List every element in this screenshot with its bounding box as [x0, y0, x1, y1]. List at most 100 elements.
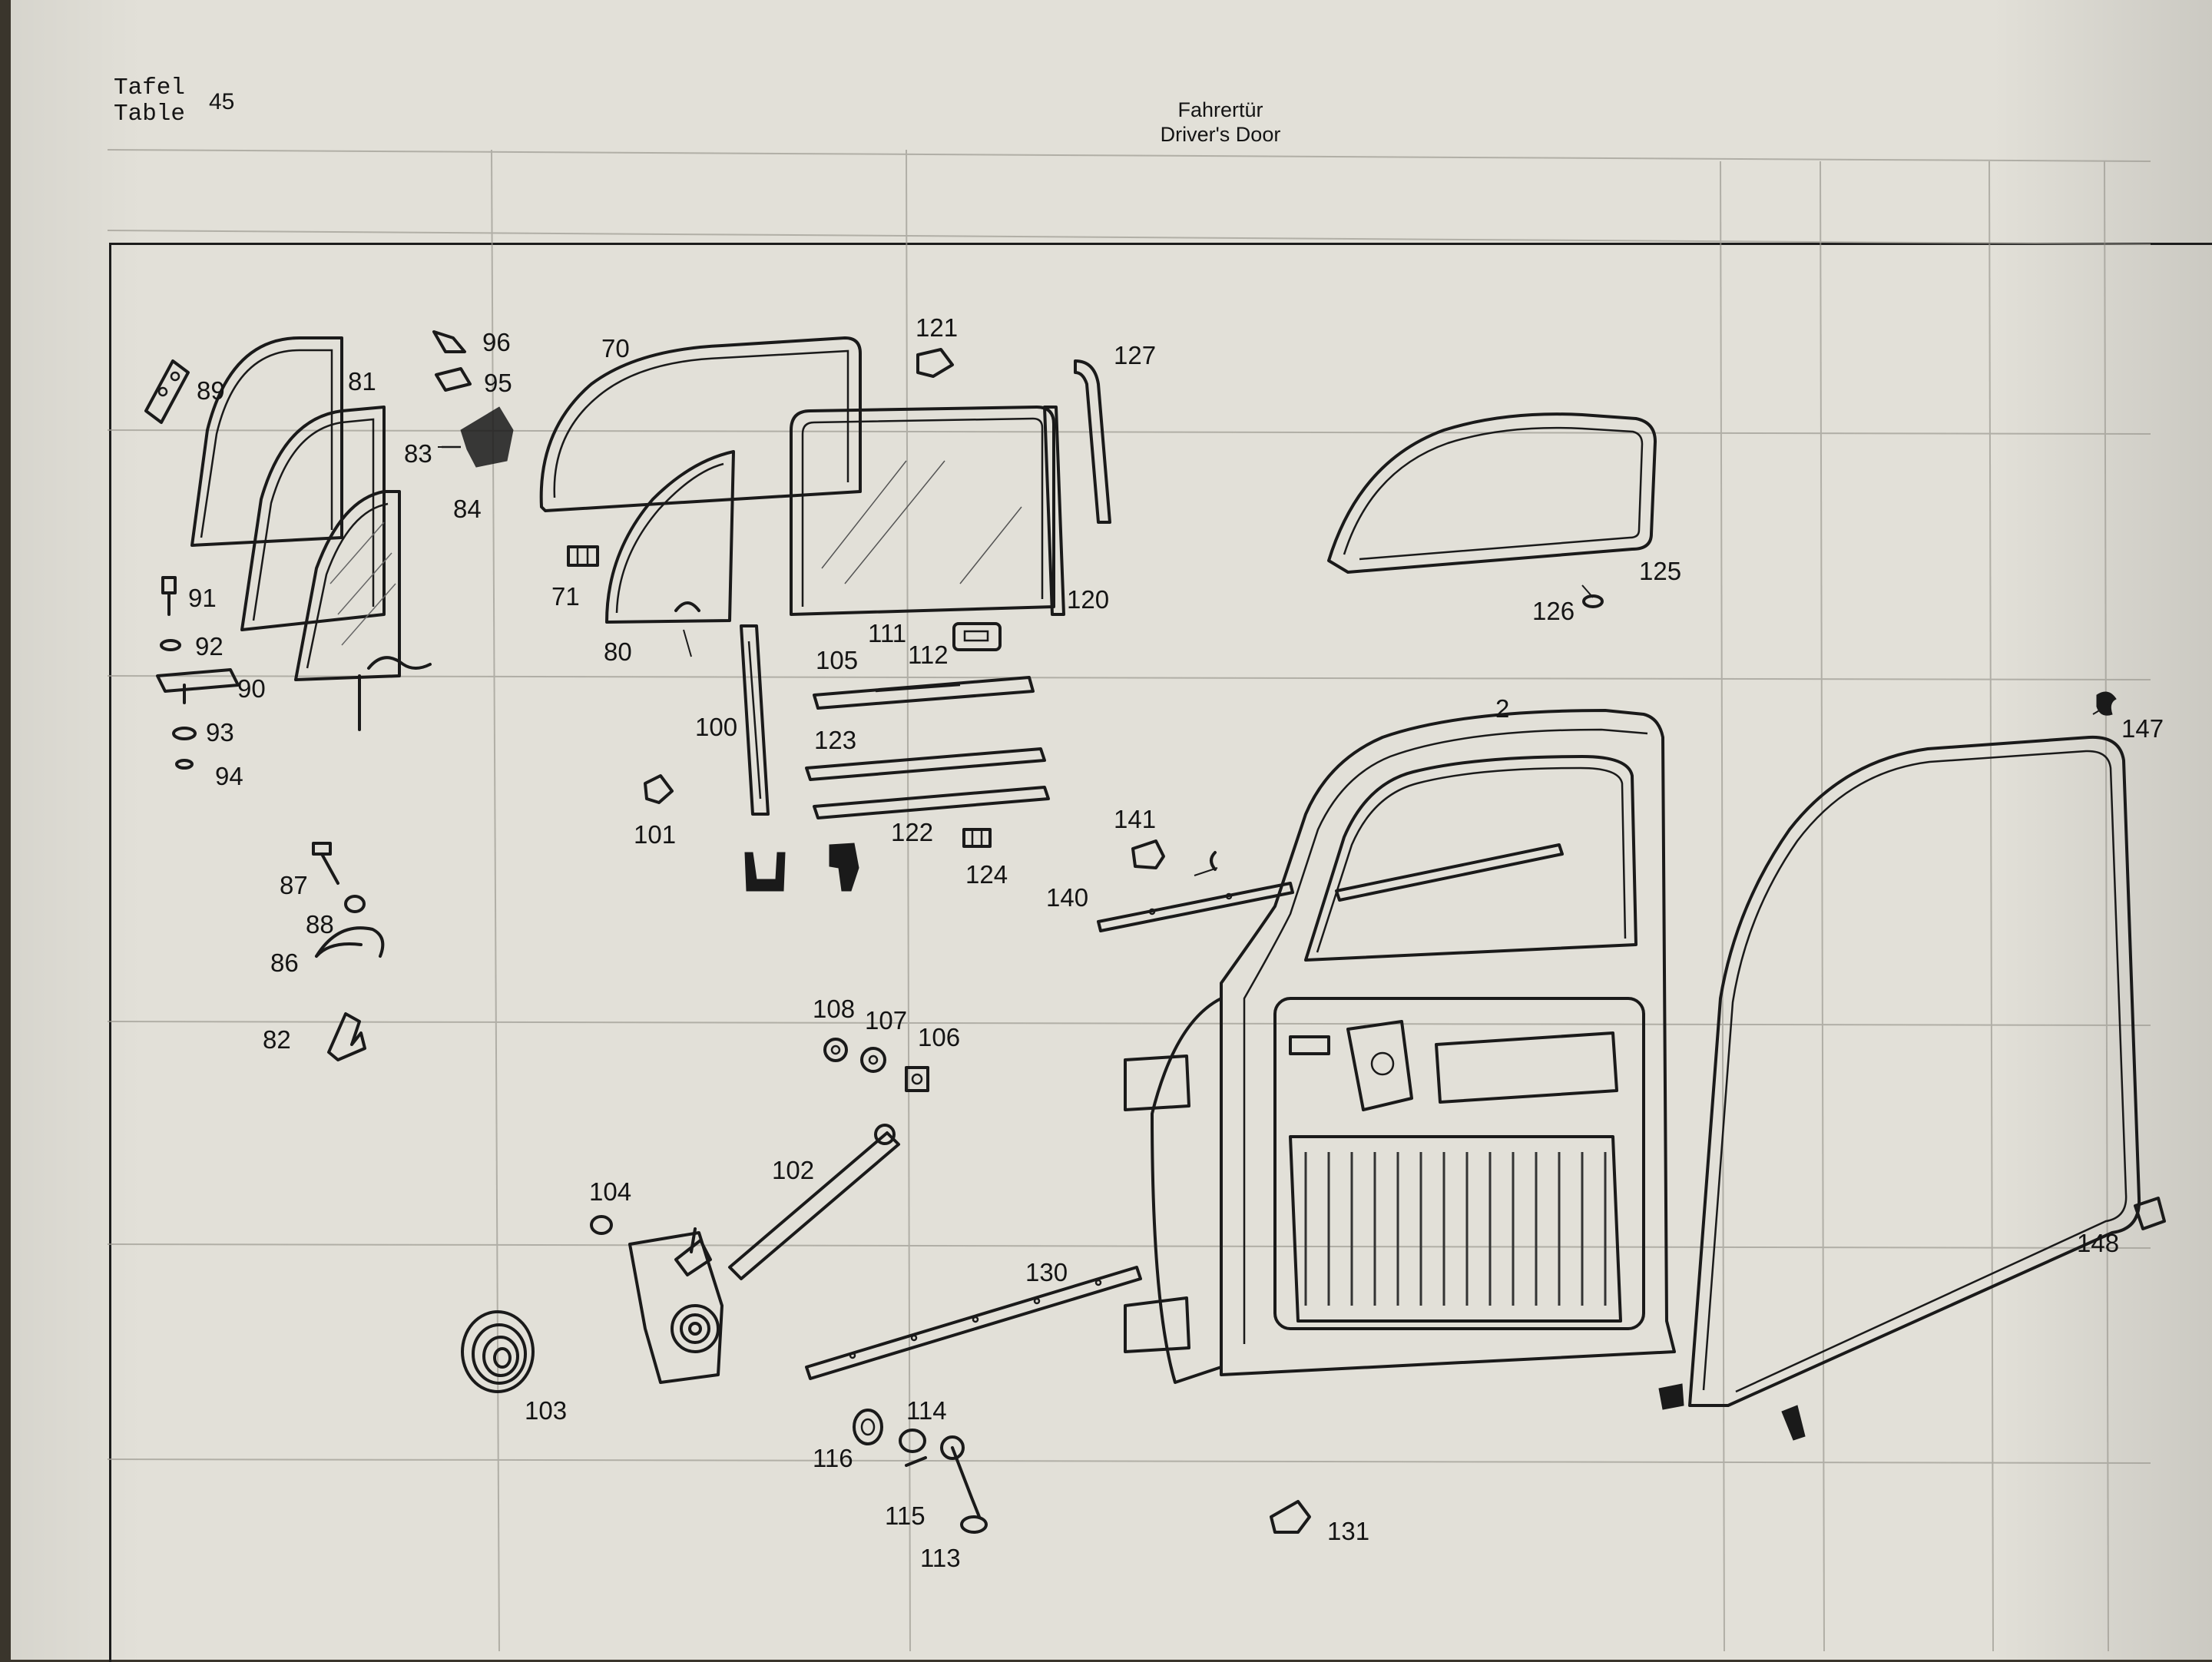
washer-107	[860, 1047, 886, 1073]
trim-strip-140	[1097, 882, 1294, 932]
seal-clip-147	[2096, 691, 2117, 716]
callout-105: 105	[816, 646, 858, 674]
callout-96: 96	[482, 328, 511, 356]
seal-profile-lower-b	[1781, 1405, 1806, 1441]
callout-87: 87	[280, 871, 308, 899]
door-shell-2	[1124, 709, 1676, 1384]
seal-profile-b	[829, 843, 859, 892]
weatherstrip-127	[1074, 359, 1111, 524]
regulator-arm-102	[728, 1124, 900, 1280]
callout-100: 100	[695, 713, 737, 741]
washer-94	[175, 759, 194, 770]
callout-86: 86	[270, 949, 299, 977]
clip-141	[1131, 839, 1165, 869]
callout-148: 148	[2077, 1229, 2119, 1257]
callout-123: 123	[814, 726, 856, 754]
callout-115: 115	[885, 1501, 926, 1530]
regulator-plate	[628, 1227, 724, 1384]
washer-104	[590, 1215, 613, 1235]
clip-121	[916, 348, 954, 378]
table-number: 45	[209, 89, 235, 114]
callout-141: 141	[1114, 805, 1156, 833]
callout-102: 102	[772, 1156, 814, 1184]
trim-rail-130	[805, 1266, 1142, 1380]
callout-147: 147	[2121, 714, 2164, 743]
callout-106: 106	[918, 1023, 960, 1051]
callout-111: 111	[868, 619, 906, 647]
callout-130: 130	[1025, 1258, 1068, 1286]
callout-91: 91	[188, 584, 217, 612]
callout-112: 112	[908, 641, 949, 669]
callout-113: 113	[920, 1544, 961, 1572]
table-label: Table	[114, 101, 186, 127]
washer-93	[172, 727, 197, 740]
tafel-label: Tafel	[114, 74, 186, 101]
pivot-pin-91	[161, 576, 177, 616]
grab-handle-86-88	[315, 895, 385, 958]
clip-95	[435, 367, 472, 392]
bushing-114	[899, 1429, 926, 1453]
washer-92	[160, 639, 181, 651]
grommet-126	[1582, 594, 1604, 608]
seal-profile-lower-a	[1658, 1383, 1684, 1410]
callout-121: 121	[916, 313, 958, 342]
callout-126: 126	[1532, 597, 1575, 625]
window-frame-70	[539, 336, 862, 512]
callout-81: 81	[348, 367, 376, 396]
star-washer-108	[823, 1038, 848, 1062]
callout-83: 83	[404, 439, 432, 468]
clip-101	[644, 774, 674, 804]
callout-94: 94	[215, 762, 243, 790]
callout-125: 125	[1639, 557, 1681, 585]
bleed-through-table	[107, 149, 2151, 1652]
weatherstrip-83-84	[442, 406, 514, 468]
callout-90: 90	[237, 674, 266, 703]
callout-103: 103	[525, 1396, 567, 1425]
callout-124: 124	[965, 860, 1008, 889]
callout-127: 127	[1114, 341, 1156, 369]
seal-clip-148	[2134, 1197, 2166, 1230]
vent-frame-81	[190, 336, 343, 547]
door-seal-147	[1688, 735, 2141, 1407]
clip-131	[1270, 1500, 1311, 1534]
catalog-page: Tafel Table 45 Fahrertür Driver's Door	[11, 0, 2212, 1662]
callout-80: 80	[604, 637, 632, 666]
screw-87	[312, 842, 339, 885]
handle-escutcheon-112	[952, 622, 1002, 651]
run-channel-100	[740, 624, 770, 816]
callout-70: 70	[601, 334, 630, 363]
callout-101: 101	[634, 820, 676, 849]
callout-labels: 2 70 71 80 81 82 83 84 86 87 88 89 90 91…	[188, 313, 2164, 1572]
nut-106	[905, 1066, 929, 1092]
trim-strip-123	[805, 747, 1046, 781]
clip-end	[1210, 851, 1217, 871]
leader-lines	[438, 446, 2109, 876]
callout-131: 131	[1327, 1517, 1369, 1545]
callout-88: 88	[306, 910, 334, 939]
ledge-105	[813, 676, 1035, 710]
callout-71: 71	[551, 582, 580, 611]
callout-107: 107	[865, 1006, 907, 1035]
callout-140: 140	[1046, 883, 1088, 912]
callout-89: 89	[197, 376, 225, 405]
vent-glass-80	[294, 490, 432, 731]
callout-122: 122	[891, 818, 933, 846]
seal-profile-a	[744, 852, 786, 892]
clip-96	[432, 330, 466, 353]
window-crank-113	[940, 1435, 988, 1534]
title-german: Fahrertür	[1177, 98, 1263, 121]
pin-115	[905, 1456, 927, 1467]
diagram-frame	[109, 243, 2212, 1662]
callout-116: 116	[813, 1444, 853, 1472]
callout-104: 104	[589, 1177, 631, 1206]
trim-strip-122	[813, 786, 1050, 819]
callout-93: 93	[206, 718, 234, 747]
callout-84: 84	[453, 495, 482, 523]
clip-71	[567, 545, 599, 567]
vent-frame-inner	[240, 406, 386, 631]
callout-2: 2	[1495, 694, 1509, 723]
latch-82	[327, 1012, 366, 1061]
quarter-window-125	[1327, 412, 1657, 574]
clip-124	[962, 828, 992, 848]
